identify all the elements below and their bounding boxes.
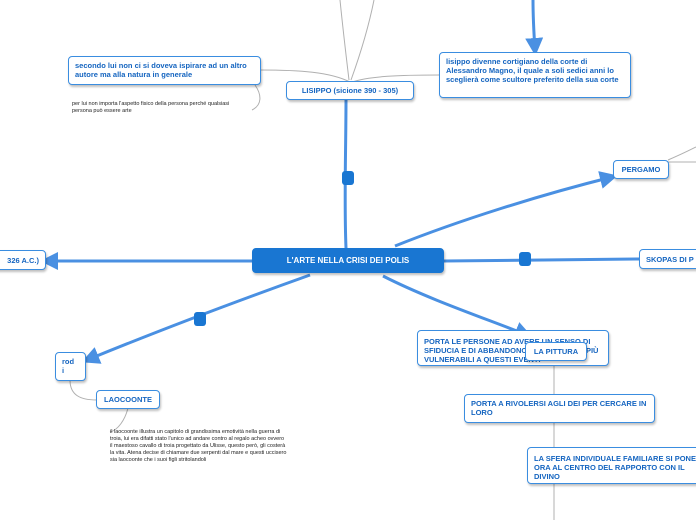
collapse-handle-left[interactable] (194, 312, 206, 326)
link-thin-laocoonte (109, 407, 129, 433)
central-topic[interactable]: L'ARTE NELLA CRISI DEI POLIS (252, 248, 444, 273)
node-skopas[interactable]: SKOPAS DI P (639, 249, 696, 269)
node-pergamo[interactable]: PERGAMO (613, 160, 669, 179)
collapse-handle-top[interactable] (342, 171, 354, 185)
link-center-skopas (443, 257, 641, 263)
link-thin-pergamo (667, 146, 696, 161)
note-laocoonte: il laocoonte illustra un capitolo di gra… (110, 429, 287, 463)
node-laocoonte[interactable]: LAOCOONTE (96, 390, 160, 409)
node-secondo-lui[interactable]: secondo lui non ci si doveva ispirare ad… (68, 56, 261, 85)
node-lisippo-corte[interactable]: lisippo divenne cortigiano della corte d… (439, 52, 631, 98)
node-left-date[interactable]: 326 A.C.) (0, 250, 46, 270)
node-lisippo[interactable]: LISIPPO (sicione 390 - 305) (286, 81, 414, 100)
note-persona: per lui non importa l'aspetto fisico del… (72, 101, 230, 114)
link-thin-secondo (259, 69, 351, 83)
node-rodi[interactable]: rod i (55, 352, 86, 381)
link-top-corte (525, 0, 544, 56)
link-thin-top1 (339, 0, 350, 81)
node-la-pittura[interactable]: LA PITTURA (525, 342, 587, 361)
node-sfera[interactable]: LA SFERA INDIVIDUALE FAMILIARE SI PONE O… (527, 447, 696, 484)
link-thin-rodi (69, 379, 98, 401)
link-thin-note (251, 84, 261, 111)
collapse-handle-right[interactable] (519, 252, 531, 266)
link-center-pergamo (394, 171, 618, 248)
node-porta-rivolgersi[interactable]: PORTA A RIVOLERSI AGLI DEI PER CERCARE I… (464, 394, 655, 423)
link-center-pittura (382, 274, 533, 339)
link-thin-corte (351, 74, 441, 83)
link-thin-top2 (350, 0, 375, 81)
